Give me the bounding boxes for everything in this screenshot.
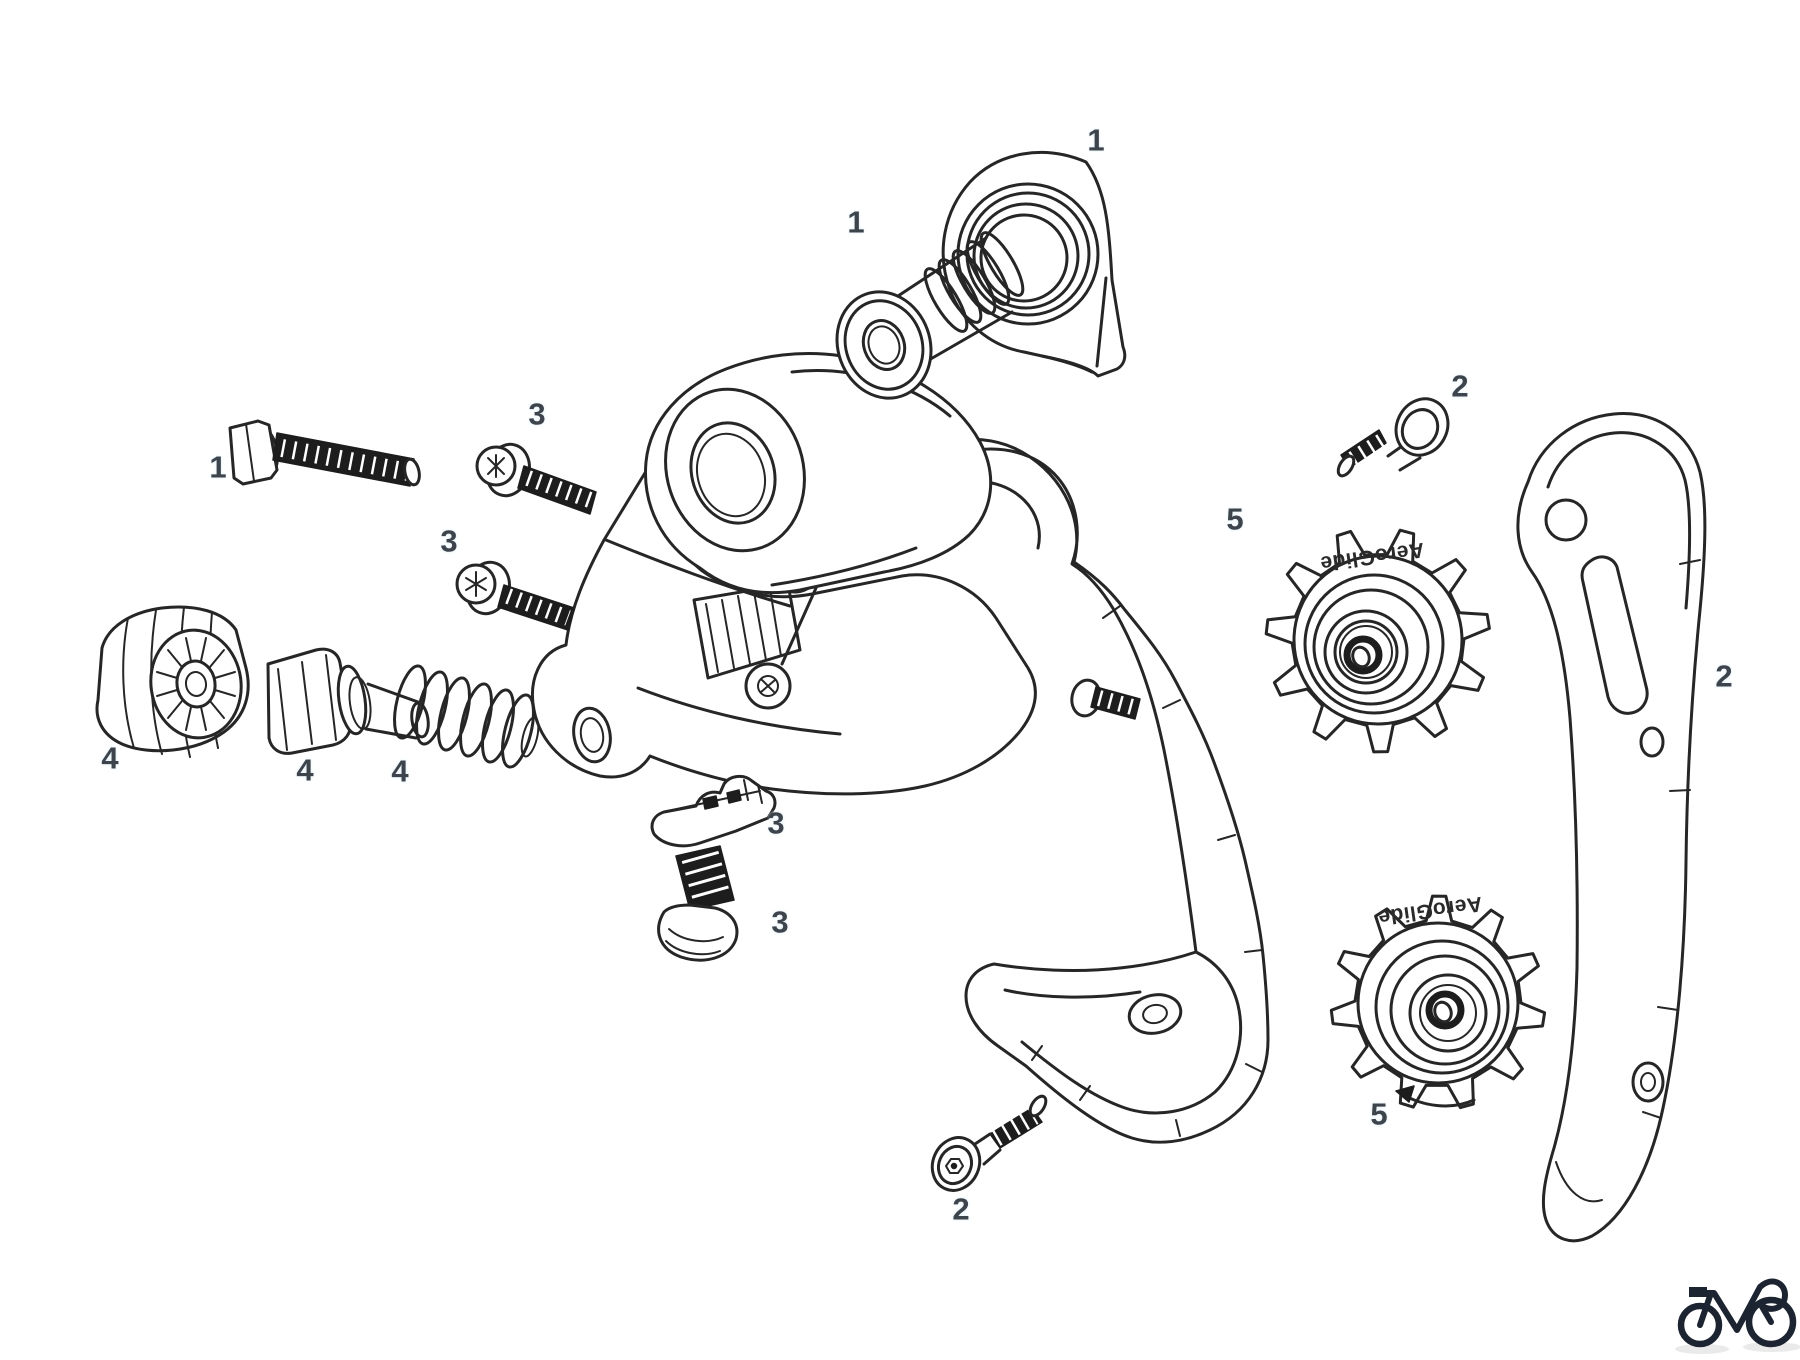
logo-rear-wheel-icon — [1677, 1302, 1723, 1348]
callout-lower-pulley: 5 — [1370, 1096, 1388, 1132]
callout-pivot-screw-upper: 3 — [528, 396, 546, 432]
callout-b-washer: 1 — [847, 204, 865, 240]
logo-front-wheel-icon — [1745, 1296, 1797, 1348]
lower-pulley: AeroGlide — [1329, 892, 1547, 1110]
cable-anchor-bolt — [657, 845, 739, 962]
callout-adjuster-spring: 4 — [391, 753, 409, 789]
upper-pulley: AeroGlide — [1264, 528, 1491, 754]
callout-mounting-bolt: 1 — [209, 449, 227, 485]
barrel-adjuster-knob — [95, 605, 250, 758]
mounting-bolt — [228, 419, 421, 487]
callout-anchor-bolt: 3 — [771, 904, 789, 940]
bicycle-logo — [1675, 1278, 1800, 1354]
callout-upper-pulley: 5 — [1226, 501, 1244, 537]
logo-shadow — [1675, 1344, 1729, 1354]
b-bolt-washer — [835, 290, 933, 400]
upper-pulley-bolt — [1336, 397, 1450, 478]
inner-cage-plate — [897, 437, 1270, 1144]
barrel-adjuster-spring — [393, 664, 540, 769]
callout-adjuster-bolt: 4 — [296, 752, 314, 788]
callout-pivot-screw-lower: 3 — [440, 523, 458, 559]
callout-lower-pulley-bolt: 2 — [952, 1191, 970, 1227]
callout-outer-cage-plate: 2 — [1715, 658, 1733, 694]
pivot-screw-upper — [475, 442, 597, 515]
outer-cage-plate — [1516, 412, 1707, 1243]
derailleur-body — [531, 352, 1141, 796]
logo-frame-icon — [1691, 1278, 1788, 1333]
callout-adjuster-knob: 4 — [101, 740, 119, 776]
logo-seat-icon — [1689, 1287, 1707, 1297]
barrel-adjuster-bolt — [266, 647, 430, 755]
callout-b-bolt: 1 — [1087, 122, 1105, 158]
pivot-screw-lower — [455, 560, 575, 631]
cable-anchor-plate — [650, 775, 777, 848]
callout-anchor-plate: 3 — [767, 805, 785, 841]
lower-pulley-bolt — [930, 1094, 1048, 1192]
callout-upper-pulley-bolt: 2 — [1451, 368, 1469, 404]
b-bolt-hanger-assembly — [835, 151, 1127, 400]
